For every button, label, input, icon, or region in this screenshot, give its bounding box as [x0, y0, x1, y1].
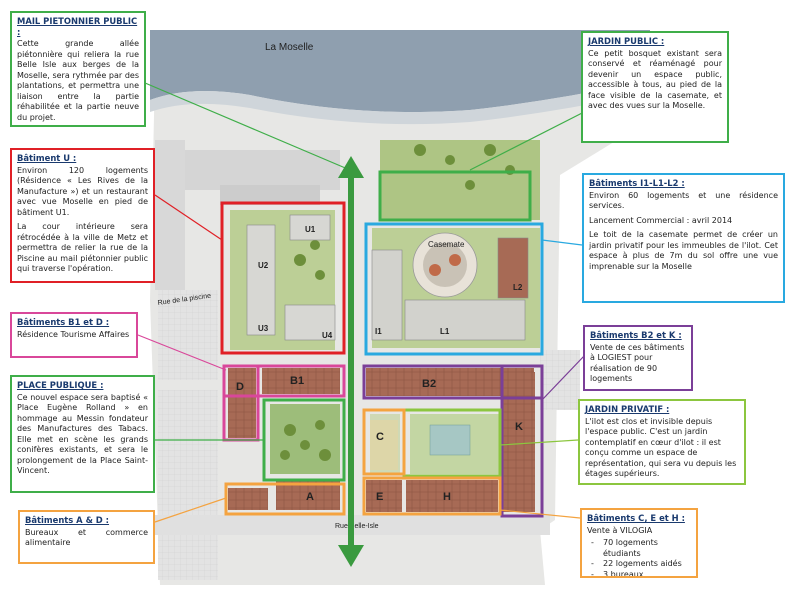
building-h-label: H: [443, 491, 451, 503]
river-label: La Moselle: [265, 42, 314, 53]
building-d-label: D: [236, 381, 244, 393]
callout-i1-l1-l2-text3: Le toit de la casemate permet de créer u…: [589, 230, 778, 271]
callout-c-e-h-intro: Vente à VILOGIA: [587, 525, 653, 535]
building-b2-label: B2: [422, 378, 436, 390]
callout-batiment-u-title: Bâtiment U :: [17, 153, 77, 163]
building-b1-label: B1: [290, 375, 304, 387]
list-item: 22 logements aidés: [591, 559, 691, 570]
building-l1-label: L1: [440, 327, 450, 336]
callout-jardin-privatif: JARDIN PRIVATIF : L'ilot est clos et inv…: [578, 399, 746, 485]
callout-place-publique: PLACE PUBLIQUE : Ce nouvel espace sera b…: [10, 375, 155, 493]
building-u4-label: U4: [322, 331, 333, 340]
callout-place-text: Ce nouvel espace sera baptisé « Place Eu…: [17, 392, 148, 476]
list-item: 3 bureaux: [591, 570, 691, 577]
callout-c-e-h-title: Bâtiments C, E et H :: [587, 513, 685, 523]
callout-jardin-privatif-title: JARDIN PRIVATIF :: [585, 404, 670, 414]
callout-c-e-h: Bâtiments C, E et H : Vente à VILOGIA 70…: [580, 508, 698, 578]
callout-a-d: Bâtiments A & D : Bureaux et commerce al…: [18, 510, 155, 564]
callout-place-title: PLACE PUBLIQUE :: [17, 380, 104, 390]
building-u3-label: U3: [258, 324, 269, 333]
callout-batiment-u: Bâtiment U : Environ 120 logements (Rési…: [10, 148, 155, 283]
callout-b1-d: Bâtiments B1 et D : Résidence Tourisme A…: [10, 312, 138, 358]
callout-mail-title: MAIL PIETONNIER PUBLIC :: [17, 16, 138, 37]
callout-batiment-u-text2: La cour intérieure sera rétrocédée à la …: [17, 222, 148, 273]
callout-jardin-public-title: JARDIN PUBLIC :: [588, 36, 665, 46]
zone-a-d-outline: [224, 482, 346, 516]
callout-a-d-text: Bureaux et commerce alimentaire: [25, 527, 148, 548]
building-a-label: A: [306, 491, 314, 503]
callout-jardin-privatif-text: L'ilot est clos et invisible depuis l'es…: [585, 416, 737, 479]
callout-mail-text: Cette grande allée piétonnière qui relie…: [17, 39, 139, 122]
callout-i1-l1-l2: Bâtiments I1-L1-L2 : Environ 60 logement…: [582, 173, 785, 303]
building-k-label: K: [515, 421, 523, 433]
callout-b1-d-title: Bâtiments B1 et D :: [17, 317, 110, 327]
river-moselle: [150, 30, 650, 113]
callout-b2-k: Bâtiments B2 et K : Vente de ces bâtimen…: [583, 325, 693, 391]
building-i1-label: I1: [375, 327, 382, 336]
callout-b2-k-title: Bâtiments B2 et K :: [590, 330, 682, 340]
zone-i1-l1-l2-outline: [364, 222, 544, 356]
callout-a-d-title: Bâtiments A & D :: [25, 515, 110, 525]
callout-i1-l1-l2-text1: Environ 60 logements et une résidence se…: [589, 190, 778, 211]
building-u2-label: U2: [258, 261, 269, 270]
casemate-label: Casemate: [428, 240, 465, 249]
street-belle-isle-label: Rue Belle-Isle: [335, 523, 379, 530]
zone-u-outline: [220, 201, 346, 355]
list-item: 70 logements étudiants: [591, 538, 691, 559]
callout-mail-pietonnier: MAIL PIETONNIER PUBLIC : Cette grande al…: [10, 11, 146, 127]
mall-arrow: [338, 156, 364, 567]
callout-b2-k-text: Vente de ces bâtiments à LOGIEST pour ré…: [590, 342, 685, 384]
callout-i1-l1-l2-title: Bâtiments I1-L1-L2 :: [589, 178, 685, 188]
callout-i1-l1-l2-text2: Lancement Commercial : avril 2014: [589, 215, 733, 225]
building-l2-label: L2: [513, 283, 523, 292]
callout-c-e-h-list: 70 logements étudiants 22 logements aidé…: [587, 538, 691, 577]
jardin-public-outline: [378, 170, 532, 222]
building-e-label: E: [376, 491, 383, 503]
callout-b1-d-text: Résidence Tourisme Affaires: [17, 329, 130, 339]
callout-jardin-public: JARDIN PUBLIC : Ce petit bosquet existan…: [581, 31, 729, 143]
callout-batiment-u-text1: Environ 120 logements (Résidence « Les R…: [17, 165, 148, 217]
building-u1-label: U1: [305, 225, 316, 234]
callout-jardin-public-text: Ce petit bosquet existant sera conservé …: [588, 48, 722, 111]
building-c-label: C: [376, 431, 384, 443]
zone-c-e-h-outline: [362, 408, 406, 476]
